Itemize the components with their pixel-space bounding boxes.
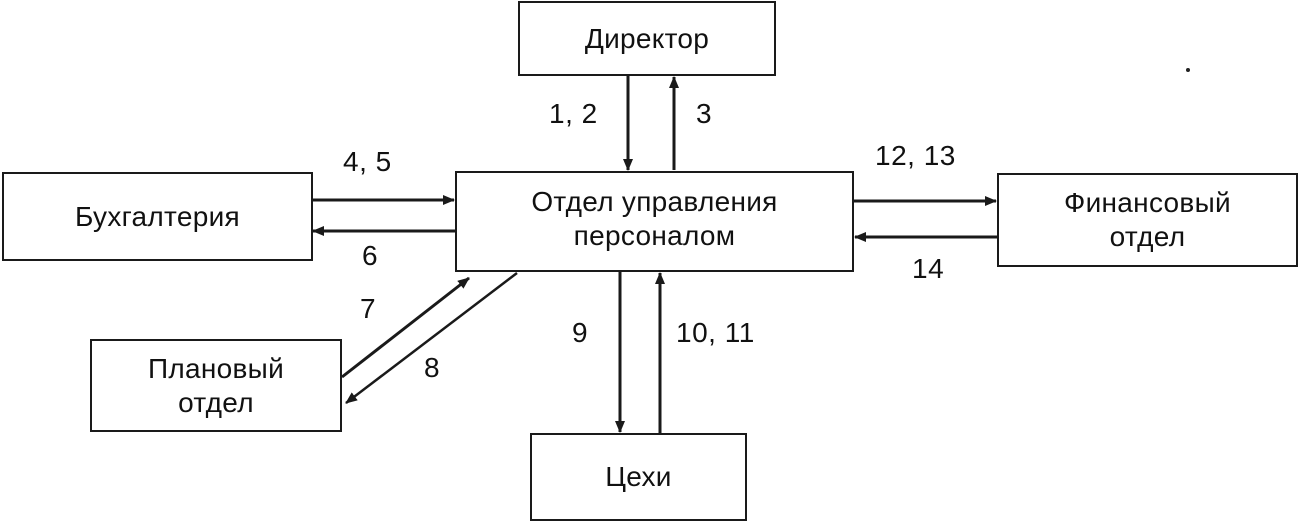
arrow-hr-to-planning xyxy=(345,272,518,404)
edge-label-finance-to-hr: 14 xyxy=(912,253,945,284)
node-planning-label-line1: Плановый xyxy=(147,352,285,384)
edge-label-accounting-to-hr: 4, 5 xyxy=(343,146,392,177)
node-workshops-label: Цехи xyxy=(605,461,672,492)
edge-label-hr-director-out: 3 xyxy=(696,98,713,129)
edge-label-hr-director-in: 1, 2 xyxy=(549,98,598,129)
edge-label-hr-to-finance: 12, 13 xyxy=(875,140,956,171)
node-planning-label-line2: отдел xyxy=(178,386,254,418)
edge-label-hr-to-planning: 8 xyxy=(424,352,441,383)
edge-label-workshops-to-hr: 10, 11 xyxy=(676,317,755,348)
node-hr-department: Отдел управления персоналом xyxy=(455,171,854,272)
arrow-planning-to-hr xyxy=(341,276,470,379)
edge-label-hr-to-accounting: 6 xyxy=(362,240,379,271)
edge-label-hr-to-workshops: 9 xyxy=(572,317,589,348)
node-director-label: Директор xyxy=(584,22,710,54)
edge-label-planning-to-hr: 7 xyxy=(360,293,377,324)
node-accounting: Бухгалтерия xyxy=(2,172,313,261)
node-finance-label-line2: отдел xyxy=(1109,221,1186,252)
node-hr-label-line2: персоналом xyxy=(573,220,736,251)
node-director: Директор xyxy=(518,1,776,76)
scan-speck xyxy=(1186,68,1190,72)
node-accounting-label: Бухгалтерия xyxy=(74,200,241,232)
node-workshops: Цехи xyxy=(530,433,747,521)
node-planning: Плановый отдел xyxy=(90,339,342,432)
node-finance-label-line1: Финансовый xyxy=(1064,187,1231,218)
node-finance: Финансовый отдел xyxy=(997,173,1298,267)
node-hr-label-line1: Отдел управления xyxy=(531,186,778,217)
